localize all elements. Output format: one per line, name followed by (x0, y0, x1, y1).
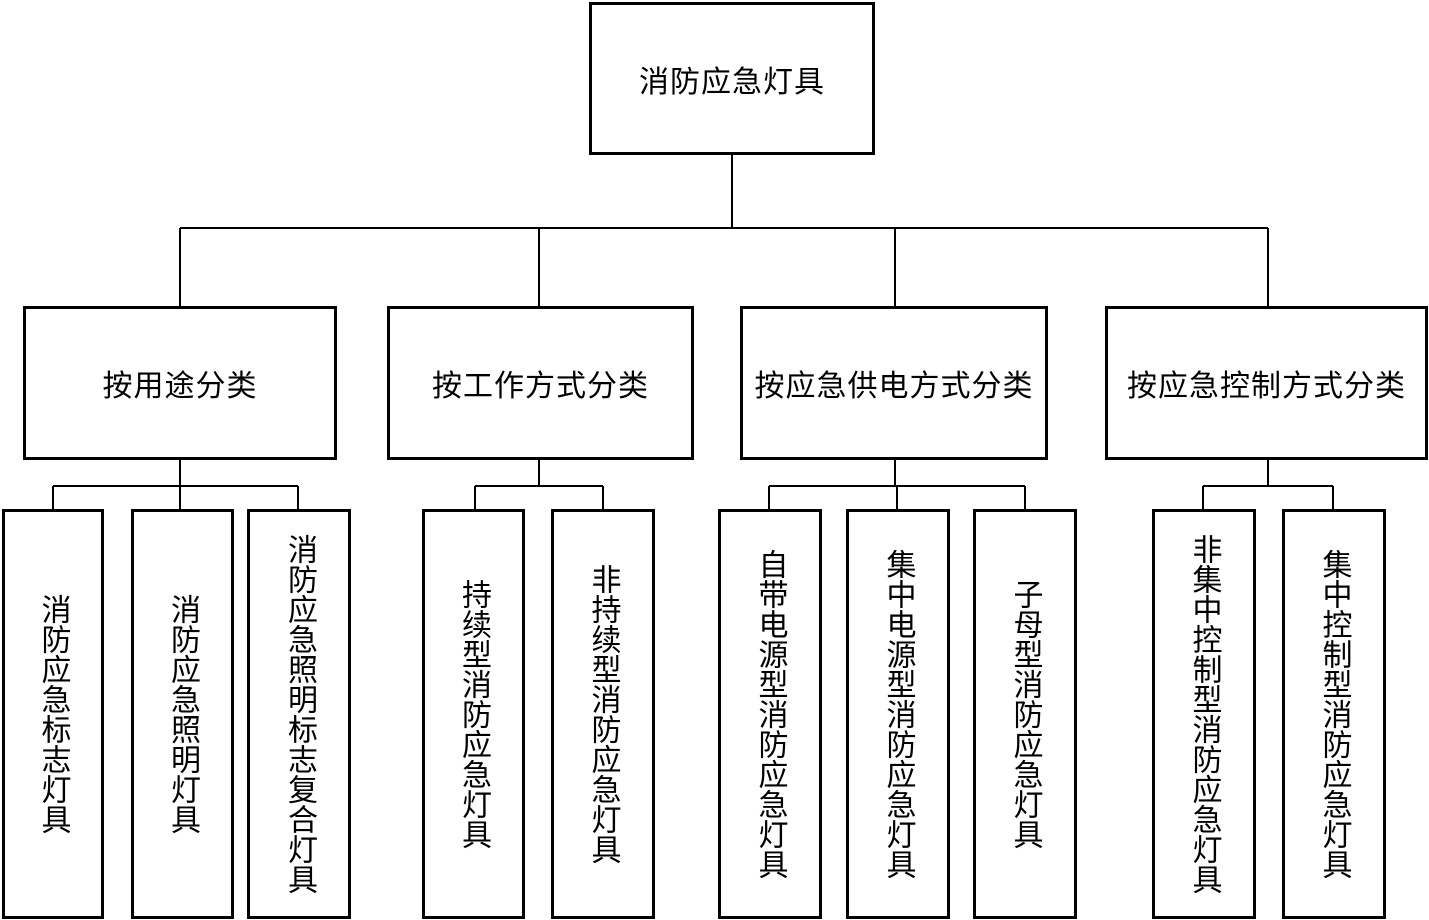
root-node: 消防应急灯具 (589, 2, 875, 155)
root-label: 消防应急灯具 (639, 64, 825, 100)
category-node-work-mode: 按工作方式分类 (387, 306, 694, 460)
category-label: 按应急供电方式分类 (754, 369, 1034, 404)
category-node-power-supply: 按应急供电方式分类 (740, 306, 1048, 460)
leaf-label: 非集中控制型消防应急灯具 (1186, 534, 1222, 894)
leaf-label: 消防应急照明标志复合灯具 (282, 534, 317, 894)
leaf-node: 持续型消防应急灯具 (422, 509, 525, 919)
leaf-label: 消防应急照明灯具 (165, 594, 200, 834)
category-label: 按工作方式分类 (432, 369, 649, 404)
leaf-node: 非持续型消防应急灯具 (551, 509, 655, 919)
category-label: 按应急控制方式分类 (1127, 369, 1406, 404)
leaf-node: 集中电源型消防应急灯具 (846, 509, 950, 919)
category-node-use: 按用途分类 (23, 306, 337, 460)
leaf-label: 集中控制型消防应急灯具 (1316, 549, 1352, 879)
category-label: 按用途分类 (102, 369, 258, 404)
leaf-node: 消防应急照明灯具 (131, 509, 234, 919)
leaf-label: 非持续型消防应急灯具 (585, 564, 621, 864)
leaf-label: 消防应急标志灯具 (35, 594, 71, 834)
leaf-node: 消防应急照明标志复合灯具 (247, 509, 351, 919)
leaf-label: 持续型消防应急灯具 (456, 579, 491, 849)
leaf-label: 自带电源型消防应急灯具 (752, 549, 788, 879)
leaf-label: 集中电源型消防应急灯具 (880, 549, 916, 879)
leaf-node: 非集中控制型消防应急灯具 (1152, 509, 1256, 919)
leaf-node: 消防应急标志灯具 (2, 509, 104, 919)
leaf-node: 集中控制型消防应急灯具 (1282, 509, 1386, 919)
leaf-node: 子母型消防应急灯具 (973, 509, 1077, 919)
leaf-node: 自带电源型消防应急灯具 (718, 509, 822, 919)
leaf-label: 子母型消防应急灯具 (1007, 579, 1043, 849)
category-node-control: 按应急控制方式分类 (1105, 306, 1428, 460)
